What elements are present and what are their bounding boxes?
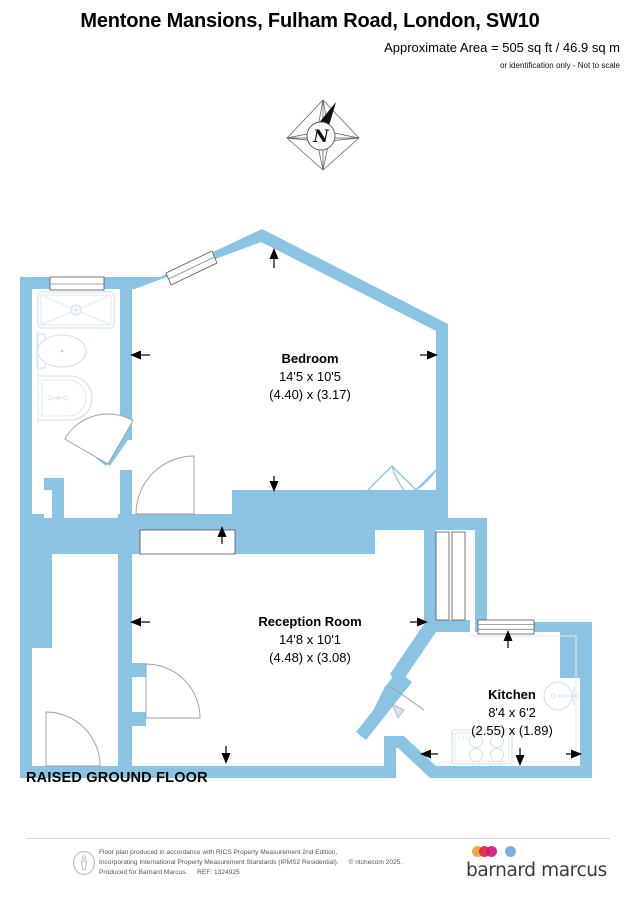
wc [36,333,87,369]
floor-title: RAISED GROUND FLOOR [26,770,208,786]
hall-window [435,531,466,621]
bathroom-fixtures [36,291,115,424]
svg-text:(4.40) x (3.17): (4.40) x (3.17) [269,387,351,402]
entrance-door [45,711,101,767]
logo-dot-red [479,846,490,857]
dimension-arrows [130,248,582,766]
plan-doors [45,413,425,767]
svg-text:14'8 x 10'1: 14'8 x 10'1 [279,632,341,647]
scale-disclaimer: or identification only - Not to scale [499,61,620,70]
arrow-bedroom-bottom [269,476,279,492]
svg-text:Reception Room: Reception Room [258,614,361,629]
arrow-kitchen-right [566,749,582,759]
plan-header: Mentone Mansions, Fulham Road, London, S… [0,0,636,90]
svg-text:Bedroom: Bedroom [281,351,338,366]
floor-plan: Bedroom 14'5 x 10'5 (4.40) x (3.17) Rece… [0,218,636,803]
compass-north-label: N [312,127,330,147]
arrow-reception-top [217,526,227,544]
bedroom-closet-doors [362,465,437,514]
svg-text:8'4 x 6'2: 8'4 x 6'2 [488,705,536,720]
reference-number: REF: 1324925 [197,869,240,877]
svg-text:Kitchen: Kitchen [488,687,536,702]
kitchen-window [477,619,535,635]
footer-divider [26,838,610,839]
produced-for: Produced for Barnard Marcus. [99,869,188,877]
svg-text:(4.48) x (3.08): (4.48) x (3.08) [269,650,351,665]
arrow-kitchen-left [420,749,438,759]
logo-dot-orange [472,846,483,857]
logo-dot-pink [486,846,497,857]
plan-footer [0,838,636,898]
disclaimer-line-1: Floor plan produced in accordance with R… [99,849,338,856]
disclaimer-line-2: Incorporating International Property Mea… [99,859,339,867]
svg-text:14'5 x 10'5: 14'5 x 10'5 [279,369,341,384]
bedroom-angled-window [165,250,218,286]
bathroom-window [49,276,105,291]
svg-text:(2.55) x (1.89): (2.55) x (1.89) [471,723,553,738]
hall-door [135,455,195,515]
room-labels: Bedroom 14'5 x 10'5 (4.40) x (3.17) Rece… [258,351,552,738]
plan-rooms-fill [32,242,580,766]
compass-rose: N [283,96,363,174]
barnard-marcus-logo: barnard marcus [466,845,616,881]
disclaimer-line-3-wrap: Produced for Barnard Marcus. REF: 132492… [99,868,459,878]
arrow-bedroom-top [269,248,279,268]
wash-basin [37,375,93,421]
reception-door [145,663,201,719]
copyright-notice: © ntchecom 2025. [348,859,403,867]
arrow-kitchen-top [503,630,513,648]
room-label-reception: Reception Room 14'8 x 10'1 (4.48) x (3.0… [258,614,361,665]
info-icon [72,850,96,881]
room-label-kitchen: Kitchen 8'4 x 6'2 (2.55) x (1.89) [471,687,553,738]
kitchen-door [389,685,425,711]
disclaimer-line-2-wrap: Incorporating International Property Mea… [99,858,459,868]
room-label-bedroom: Bedroom 14'5 x 10'5 (4.40) x (3.17) [269,351,351,402]
hob [451,729,513,765]
arrow-bedroom-right [420,350,438,360]
page-title: Mentone Mansions, Fulham Road, London, S… [80,10,540,32]
bath [37,291,115,329]
arrow-reception-right [410,617,428,627]
approximate-area: Approximate Area = 505 sq ft / 46.9 sq m [384,40,620,55]
footer-disclaimer: Floor plan produced in accordance with R… [99,848,459,879]
logo-dots [472,845,542,858]
bathroom-door [64,413,134,465]
arrow-reception-left [130,617,150,627]
arrow-bedroom-left [130,350,150,360]
kitchen-sink [543,681,580,711]
logo-dot-blue [505,846,516,857]
arrow-reception-bottom [221,746,231,764]
arrow-kitchen-bottom [515,748,525,766]
brand-name: barnard marcus [466,860,607,881]
kitchen-fixtures [440,635,580,765]
